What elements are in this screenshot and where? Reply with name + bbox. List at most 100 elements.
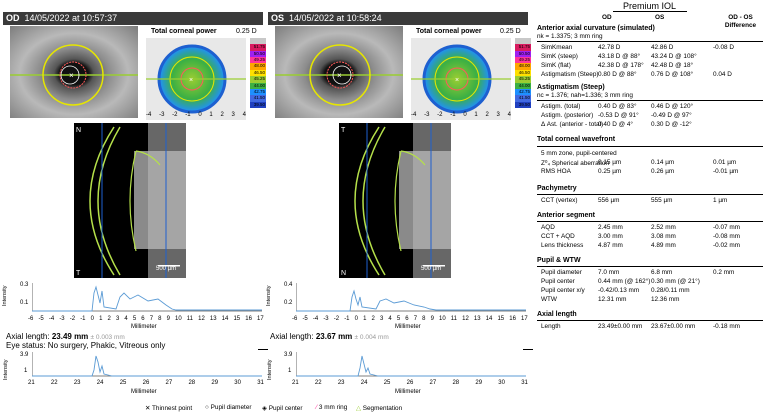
os-axis-tick: -4 — [411, 112, 417, 118]
os-divider-mark — [523, 349, 533, 350]
mm-tick: 8 — [422, 316, 426, 322]
pupil-label: Pupil center x/y — [541, 287, 585, 294]
scale-step: 49.25 — [250, 57, 266, 64]
os-scheimpflug-image[interactable]: T N 500 µm — [339, 123, 451, 278]
os-intensity-bottom-plot[interactable] — [296, 352, 526, 378]
pupil-label: Pupil center — [541, 278, 575, 285]
od-eye-photo[interactable]: × — [10, 26, 138, 118]
os-scheimpflug-overlay: T N — [341, 123, 451, 278]
mm-tick: 6 — [405, 316, 409, 322]
mm-tick: 23 — [73, 380, 81, 386]
os-axial-sd: ± 0.004 mm — [354, 334, 389, 341]
anterior-os: 43.24 D @ 108° — [651, 53, 697, 60]
segment-os: 2.52 mm — [651, 224, 676, 231]
mm-tick: 31 — [521, 380, 528, 386]
od-divider-mark — [258, 349, 268, 350]
svg-text:×: × — [189, 77, 193, 84]
segment-os: 4.89 mm — [651, 242, 676, 249]
od-scheimpflug-overlay: N T — [76, 123, 186, 278]
mm-tick: -1 — [344, 316, 350, 322]
os-timestamp: 14/05/2022 at 10:58:24 — [289, 13, 382, 23]
segment-diff: -0.07 mm — [713, 224, 740, 231]
od-axis-tick: -2 — [172, 112, 178, 118]
os-eye-photo[interactable]: × — [275, 26, 403, 118]
mm-tick: 30 — [234, 380, 241, 386]
mm-tick: 1 — [363, 316, 367, 322]
os-power-map[interactable]: × — [411, 38, 511, 120]
mm-tick: 27 — [165, 380, 173, 386]
mm-tick: -2 — [333, 316, 340, 322]
segment-diff: -0.02 mm — [713, 242, 740, 249]
os-int-top-max: 0.4 — [284, 282, 293, 288]
mm-tick: 25 — [119, 380, 127, 386]
mm-tick: 12 — [462, 316, 469, 322]
pupil-diff: 0.2 mm — [713, 269, 735, 276]
mm-tick: 4 — [124, 316, 128, 322]
anterior-od: 42.78 D — [598, 44, 621, 51]
legend-segmentation-label: Segmentation — [362, 405, 403, 412]
legend-ring3: ⁄ 3 mm ring — [316, 404, 347, 411]
od-millimeter-label-top: Millimeter — [131, 324, 157, 330]
od-intensity-top-plot[interactable] — [32, 283, 262, 313]
wavefront-od: 0.25 µm — [598, 168, 622, 175]
mm-tick: 21 — [292, 380, 299, 386]
od-int-bot-mid: 1 — [24, 368, 28, 374]
scale-step: 45.25 — [250, 76, 266, 83]
report-panel: Premium IOL OD OS OD - OS Difference Ant… — [531, 0, 768, 418]
astig-os: 0.30 D @ -12° — [651, 121, 692, 128]
legend-segmentation: △ Segmentation — [356, 404, 402, 412]
scale-step: 42.75 — [250, 88, 266, 96]
os-axis-tick: -3 — [424, 112, 430, 118]
scale-step: 51.75 — [250, 44, 266, 51]
scale-step: 39.50 — [250, 101, 266, 108]
os-millimeter-label-top: Millimeter — [395, 324, 421, 330]
scale-step: 41.50 — [250, 95, 266, 102]
report-title: Premium IOL — [622, 1, 676, 11]
svg-text:N: N — [341, 270, 346, 277]
mm-tick: 10 — [439, 316, 446, 322]
od-intensity-bottom-plot[interactable] — [32, 352, 262, 378]
od-power-map[interactable]: × — [146, 38, 246, 120]
astig-label: Δ Ast. (anterior - total) — [541, 121, 604, 128]
os-axis-tick: 2 — [485, 112, 489, 118]
os-axial-value: 23.67 mm — [315, 332, 353, 341]
mm-tick: 26 — [142, 380, 150, 386]
segment-os: 3.08 mm — [651, 233, 676, 240]
od-scheimpflug-image[interactable]: N T 500 µm — [74, 123, 186, 278]
astig-os: 0.46 D @ 120° — [651, 103, 694, 110]
mm-tick: -6 — [28, 316, 34, 322]
scale-step: 46.50 — [515, 69, 531, 77]
legend-ring3-label: 3 mm ring — [318, 404, 348, 411]
os-intensity-top-plot[interactable] — [296, 283, 526, 313]
mm-tick: 9 — [430, 316, 434, 322]
mm-tick: 17 — [521, 316, 528, 322]
wavefront-rule — [537, 146, 763, 147]
mm-tick: 9 — [166, 316, 170, 322]
od-scale-marker: 500 µm — [156, 266, 177, 272]
pupil-label: Pupil diameter — [541, 269, 582, 276]
od-eye-status: Eye status: No surgery, Phakic, Vitreous… — [6, 341, 166, 350]
segment-label: Lens thickness — [541, 242, 584, 249]
mm-tick: 26 — [406, 380, 414, 386]
od-intensity-label-bottom: Intensity — [3, 359, 9, 380]
anterior-label: Astigmatism (Steep) — [541, 71, 599, 78]
mm-tick: 21 — [28, 380, 35, 386]
anterior-diff: 0.04 D — [713, 71, 732, 78]
section-segment: Anterior segment — [537, 212, 595, 219]
legend-pupil-center: ◈ Pupil center — [262, 404, 302, 412]
mm-tick: 8 — [158, 316, 162, 322]
scale-step: 46.50 — [250, 69, 266, 77]
scale-step: 50.50 — [250, 50, 266, 58]
mm-tick: 11 — [186, 316, 194, 322]
mm-tick: -2 — [69, 316, 76, 322]
os-eye-label: OS — [271, 13, 285, 23]
